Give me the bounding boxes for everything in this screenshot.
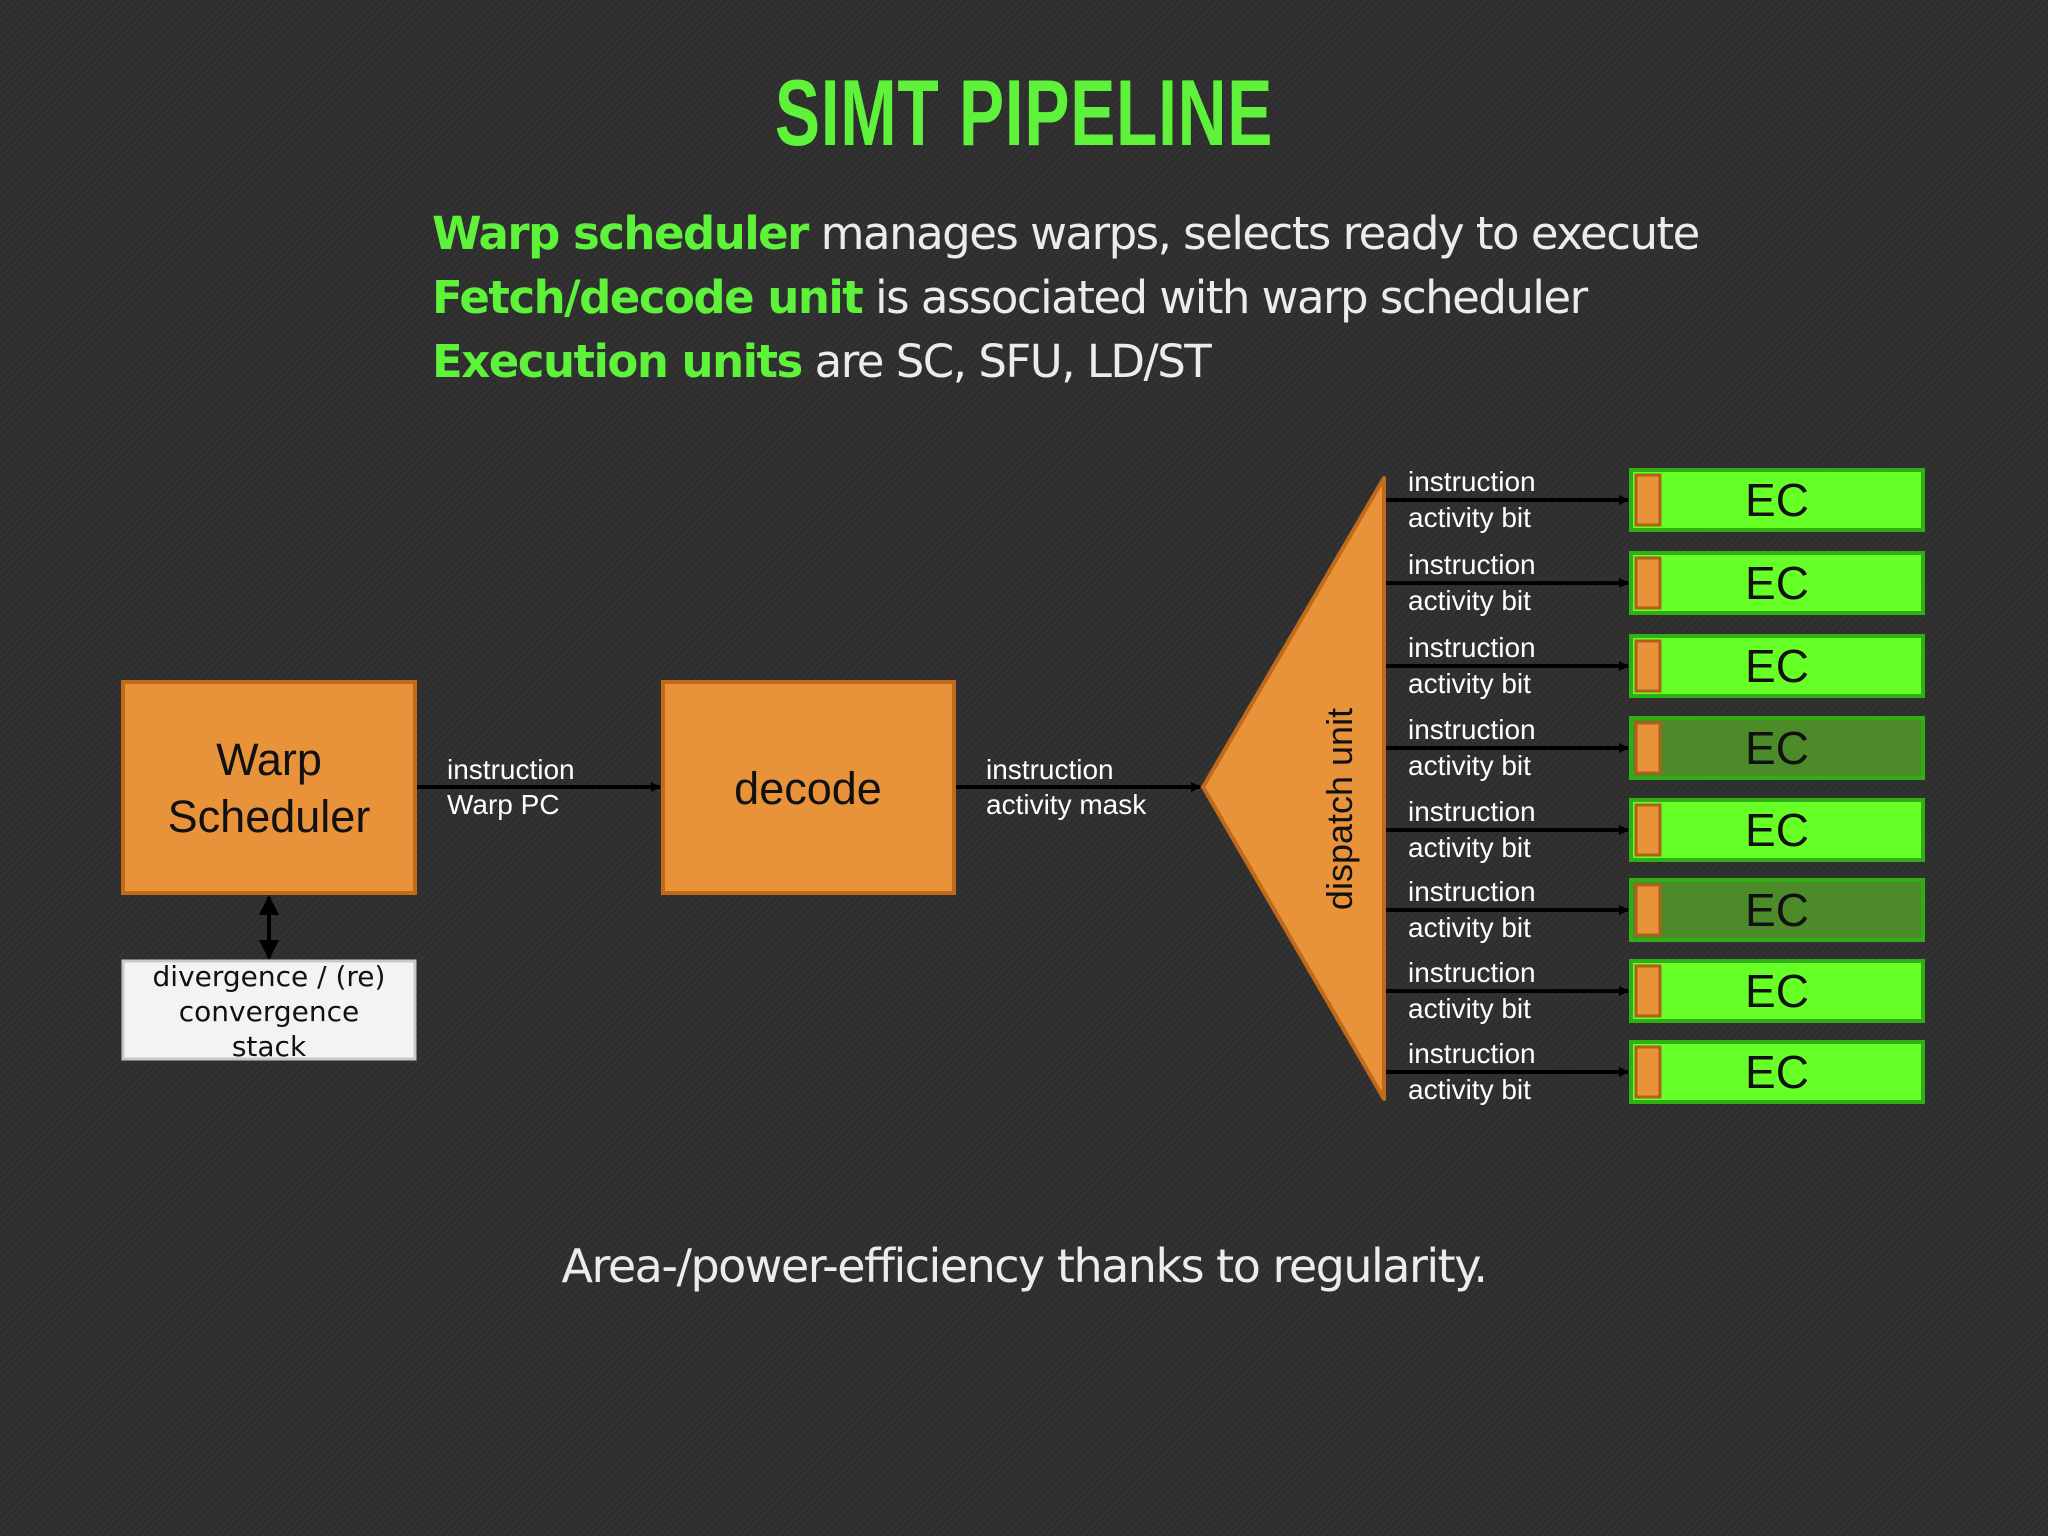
activity-bit-cell bbox=[1634, 721, 1662, 775]
footer-note: Area-/power-efficiency thanks to regular… bbox=[561, 1239, 1488, 1293]
activity-bit-label-line2: activity bit bbox=[1408, 750, 1531, 781]
ec-row: instruction activity bit EC bbox=[1386, 876, 1925, 943]
warp-scheduler-block: Warp Scheduler bbox=[121, 680, 417, 895]
activity-bit-label-line1: instruction bbox=[1408, 549, 1536, 580]
activity-bit-label-line2: activity bit bbox=[1408, 993, 1531, 1024]
activity-bit-cell bbox=[1634, 639, 1662, 693]
activity-bit-label-line1: instruction bbox=[1408, 957, 1536, 988]
scheduler-to-decode-link: instruction Warp PC bbox=[417, 754, 661, 820]
ec-box bbox=[1629, 1040, 1925, 1104]
dispatch-unit-shape bbox=[1201, 476, 1386, 1101]
slide-title: SIMT PIPELINE bbox=[774, 60, 1274, 165]
ec-label: EC bbox=[1745, 474, 1809, 526]
ec-box bbox=[1629, 798, 1925, 862]
bullet-highlight: Warp scheduler bbox=[432, 207, 809, 260]
activity-bit-label-line1: instruction bbox=[1408, 876, 1536, 907]
ec-label: EC bbox=[1745, 884, 1809, 936]
bullet-text: is associated with warp scheduler bbox=[862, 271, 1588, 324]
ec-row: instruction activity bit EC bbox=[1386, 1038, 1925, 1105]
ec-box bbox=[1629, 716, 1925, 780]
ec-row: instruction activity bit EC bbox=[1386, 466, 1925, 533]
activity-bit-cell bbox=[1634, 556, 1662, 610]
divergence-stack-line3: stack bbox=[232, 1030, 307, 1063]
ec-label: EC bbox=[1745, 1046, 1809, 1098]
decode-block: decode bbox=[661, 680, 956, 895]
link2-label-line2: activity mask bbox=[986, 789, 1147, 820]
ec-box bbox=[1629, 634, 1925, 698]
ec-label: EC bbox=[1745, 804, 1809, 856]
dispatch-unit-block: dispatch unit bbox=[1201, 476, 1386, 1101]
ec-row: instruction activity bit EC bbox=[1386, 549, 1925, 616]
activity-bit-label-line2: activity bit bbox=[1408, 832, 1531, 863]
warp-scheduler-box bbox=[121, 680, 417, 895]
link1-label-line2: Warp PC bbox=[447, 789, 560, 820]
activity-bit-cell bbox=[1634, 883, 1662, 937]
ec-row: instruction activity bit EC bbox=[1386, 957, 1925, 1024]
ec-box bbox=[1629, 959, 1925, 1023]
ec-row: instruction activity bit EC bbox=[1386, 796, 1925, 863]
activity-bit-cell bbox=[1634, 803, 1662, 857]
activity-bit-cell bbox=[1634, 473, 1662, 527]
activity-bit-label-line2: activity bit bbox=[1408, 585, 1531, 616]
dispatch-unit-label: dispatch unit bbox=[1319, 708, 1360, 910]
link2-label-line1: instruction bbox=[986, 754, 1114, 785]
decode-label: decode bbox=[734, 763, 882, 814]
activity-bit-label-line2: activity bit bbox=[1408, 502, 1531, 533]
bullet-execution-units: Execution units are SC, SFU, LD/ST bbox=[432, 330, 1932, 394]
activity-bit-label-line2: activity bit bbox=[1408, 1074, 1531, 1105]
ec-row: instruction activity bit EC bbox=[1386, 714, 1925, 781]
link1-label-line1: instruction bbox=[447, 754, 575, 785]
divergence-stack-block: divergence / (re) convergence stack bbox=[121, 959, 417, 1063]
ec-box bbox=[1629, 551, 1925, 615]
decode-to-dispatch-link: instruction activity mask bbox=[956, 754, 1201, 820]
decode-box bbox=[661, 680, 956, 895]
activity-bit-label-line1: instruction bbox=[1408, 714, 1536, 745]
activity-bit-label-line2: activity bit bbox=[1408, 912, 1531, 943]
warp-scheduler-label-line1: Warp bbox=[216, 734, 322, 785]
bullet-text: are SC, SFU, LD/ST bbox=[801, 335, 1212, 388]
bullet-highlight: Fetch/decode unit bbox=[432, 271, 864, 324]
stack-link-arrow bbox=[259, 895, 279, 960]
ec-label: EC bbox=[1745, 640, 1809, 692]
ec-box bbox=[1629, 878, 1925, 942]
divergence-stack-line1: divergence / (re) bbox=[153, 960, 386, 993]
bullet-warp-scheduler: Warp scheduler manages warps, selects re… bbox=[432, 202, 1932, 266]
bullet-text: manages warps, selects ready to execute bbox=[807, 207, 1701, 260]
activity-bit-cell bbox=[1634, 964, 1662, 1018]
activity-bit-label-line1: instruction bbox=[1408, 796, 1536, 827]
activity-bit-label-line1: instruction bbox=[1408, 632, 1536, 663]
bullet-highlight: Execution units bbox=[432, 335, 803, 388]
divergence-stack-box bbox=[121, 959, 417, 1061]
activity-bit-label-line1: instruction bbox=[1408, 466, 1536, 497]
ec-row: instruction activity bit EC bbox=[1386, 632, 1925, 699]
activity-bit-label-line2: activity bit bbox=[1408, 668, 1531, 699]
bullet-fetch-decode: Fetch/decode unit is associated with war… bbox=[432, 266, 1932, 330]
ec-box bbox=[1629, 468, 1925, 532]
ec-label: EC bbox=[1745, 965, 1809, 1017]
warp-scheduler-label-line2: Scheduler bbox=[168, 791, 371, 842]
ec-label: EC bbox=[1745, 722, 1809, 774]
ec-label: EC bbox=[1745, 557, 1809, 609]
bullet-list: Warp scheduler manages warps, selects re… bbox=[432, 202, 1932, 394]
divergence-stack-line2: convergence bbox=[179, 995, 359, 1028]
activity-bit-cell bbox=[1634, 1045, 1662, 1099]
activity-bit-label-line1: instruction bbox=[1408, 1038, 1536, 1069]
